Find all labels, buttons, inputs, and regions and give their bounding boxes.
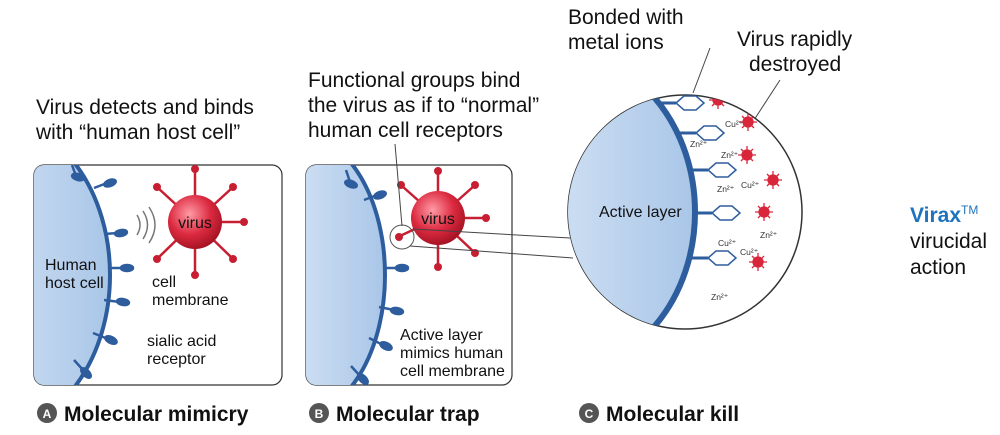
active-layer-receptors [344, 169, 410, 385]
cell-membrane-label-line-1: cell [152, 274, 176, 291]
ion-label-1: Cu²⁺ [667, 80, 685, 90]
active-layer-label-line-2: mimics human [400, 345, 503, 362]
ion-label-7: Cu²⁺ [718, 238, 736, 248]
panel-a-title-line-2: with “human host cell” [35, 121, 240, 144]
caption-a-badge [37, 403, 57, 423]
leader-lines [394, 47, 781, 259]
active-layer-label-line-3: cell membrane [400, 363, 505, 380]
virus-b-label: virus [421, 211, 455, 228]
caption-b: Molecular trap [336, 403, 480, 426]
functional-groups [658, 95, 742, 266]
active-layer-label-line-1: Active layer [400, 327, 483, 344]
ion-label-4: Zn²⁺ [721, 150, 738, 160]
caption-b-badge [309, 403, 329, 423]
ion-label-10: Zn²⁺ [711, 292, 728, 302]
active-layer-cell [306, 165, 387, 385]
ion-label-9: Cu²⁺ [740, 247, 758, 257]
caption-c-badge [579, 403, 599, 423]
ion-label-6: Zn²⁺ [717, 184, 734, 194]
host-cell-label-line-1: Human [45, 257, 97, 274]
virus-a-label: virus [178, 215, 212, 232]
panel-molecular-kill: Bonded with metal ions Virus rapidly des… [567, 6, 853, 426]
caption-c-letter: C [585, 407, 594, 421]
brand-line-2: virucidal [910, 230, 988, 253]
destroyed-label-line-1: Virus rapidly [737, 28, 853, 51]
ion-label-8: Zn²⁺ [760, 230, 777, 240]
sialic-acid-receptors [70, 165, 135, 379]
caption-b-letter: B [315, 407, 324, 421]
host-cell-label-line-2: host cell [45, 275, 104, 292]
brand-name: Virax [910, 204, 961, 227]
ions-label-line-2: metal ions [568, 31, 664, 54]
receptor-label-line-1: sialic acid [147, 333, 216, 350]
virus-a: virus [153, 165, 248, 279]
panel-b-title-line-2: the virus as if to “normal” [308, 94, 539, 117]
destroyed-viruses [709, 95, 782, 271]
trademark-mark: TM [961, 203, 979, 217]
caption-c: Molecular kill [606, 403, 739, 426]
panel-a-title-line-1: Virus detects and binds [36, 96, 254, 119]
receptor-label-line-2: receptor [147, 351, 206, 368]
ions-label-line-1: Bonded with [568, 6, 684, 29]
panel-molecular-mimicry: Virus detects and binds with “human host… [33, 96, 283, 426]
signal-waves-icon [136, 206, 156, 244]
panel-molecular-trap: Functional groups bind the virus as if t… [305, 69, 539, 426]
panel-b-title-line-3: human cell receptors [308, 119, 503, 142]
caption-a: Molecular mimicry [64, 403, 249, 426]
active-layer-zoom-label: Active layer [599, 204, 682, 221]
ion-label-2: Zn²⁺ [690, 139, 707, 149]
cell-membrane-label-line-2: membrane [152, 292, 229, 309]
caption-a-letter: A [43, 407, 52, 421]
host-cell [34, 165, 112, 385]
ion-label-5: Cu²⁺ [741, 180, 759, 190]
brand-line-3: action [910, 256, 967, 279]
ion-label-3: Cu²⁺ [725, 119, 743, 129]
brand-block: ViraxTM virucidal action [910, 197, 998, 281]
panel-b-title-line-1: Functional groups bind [308, 69, 520, 92]
destroyed-label-line-2: destroyed [749, 53, 841, 76]
